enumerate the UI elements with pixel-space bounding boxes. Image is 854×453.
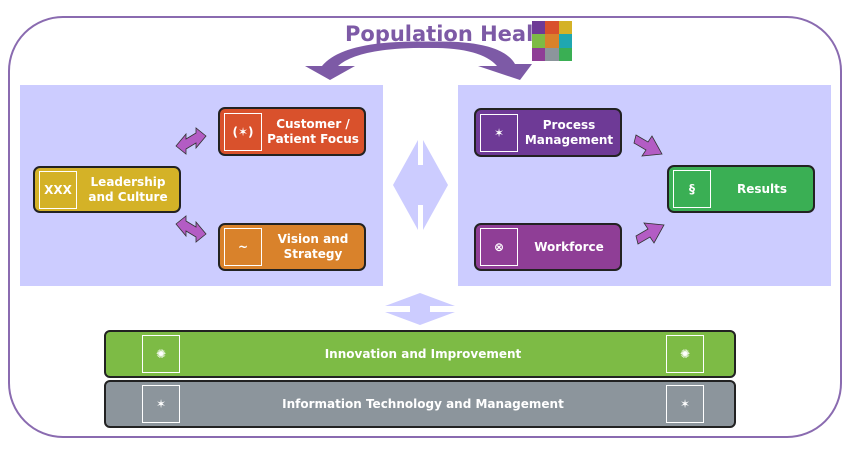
person-stars-icon: ✶ <box>142 385 180 423</box>
winding-road-icon: ~ <box>224 228 262 266</box>
curved-arrow-left-icon <box>305 41 440 80</box>
curved-arrow-right-icon <box>420 41 532 80</box>
leadership-culture-box[interactable]: ⅩⅩⅩ Leadership and Culture <box>33 166 181 213</box>
process-management-box[interactable]: ✶ Process Management <box>474 108 622 157</box>
person-stars-icon: ✶ <box>665 385 704 423</box>
double-arrow-icon <box>175 127 207 155</box>
workforce-box[interactable]: ⊗ Workforce <box>474 223 622 271</box>
innovation-improvement-bar[interactable]: ✺ Innovation and Improvement ✺ <box>104 330 736 378</box>
tree-icon: ✺ <box>665 335 704 373</box>
results-box[interactable]: § Results <box>667 165 815 213</box>
vision-strategy-box[interactable]: ~ Vision and Strategy <box>218 223 366 271</box>
arrow-right-icon <box>633 134 663 157</box>
people-pyramid-icon: ⅩⅩⅩ <box>39 170 77 209</box>
person-icon: ✶ <box>480 113 518 152</box>
double-arrow-icon <box>175 215 207 243</box>
customer-patient-focus-box[interactable]: (✶) Customer / Patient Focus <box>218 107 366 156</box>
population-health-logo <box>532 21 572 61</box>
person-in-parentheses-icon: (✶) <box>224 112 262 151</box>
information-technology-bar[interactable]: ✶ Information Technology and Management … <box>104 380 736 428</box>
outer-frame <box>8 16 842 438</box>
person-circle-icon: ⊗ <box>480 228 518 266</box>
arrow-right-icon <box>635 222 665 245</box>
s-curve-icon: § <box>673 170 711 208</box>
double-arrow-horizontal-icon <box>393 140 448 230</box>
double-arrow-vertical-icon <box>385 293 455 325</box>
tree-icon: ✺ <box>142 335 180 373</box>
